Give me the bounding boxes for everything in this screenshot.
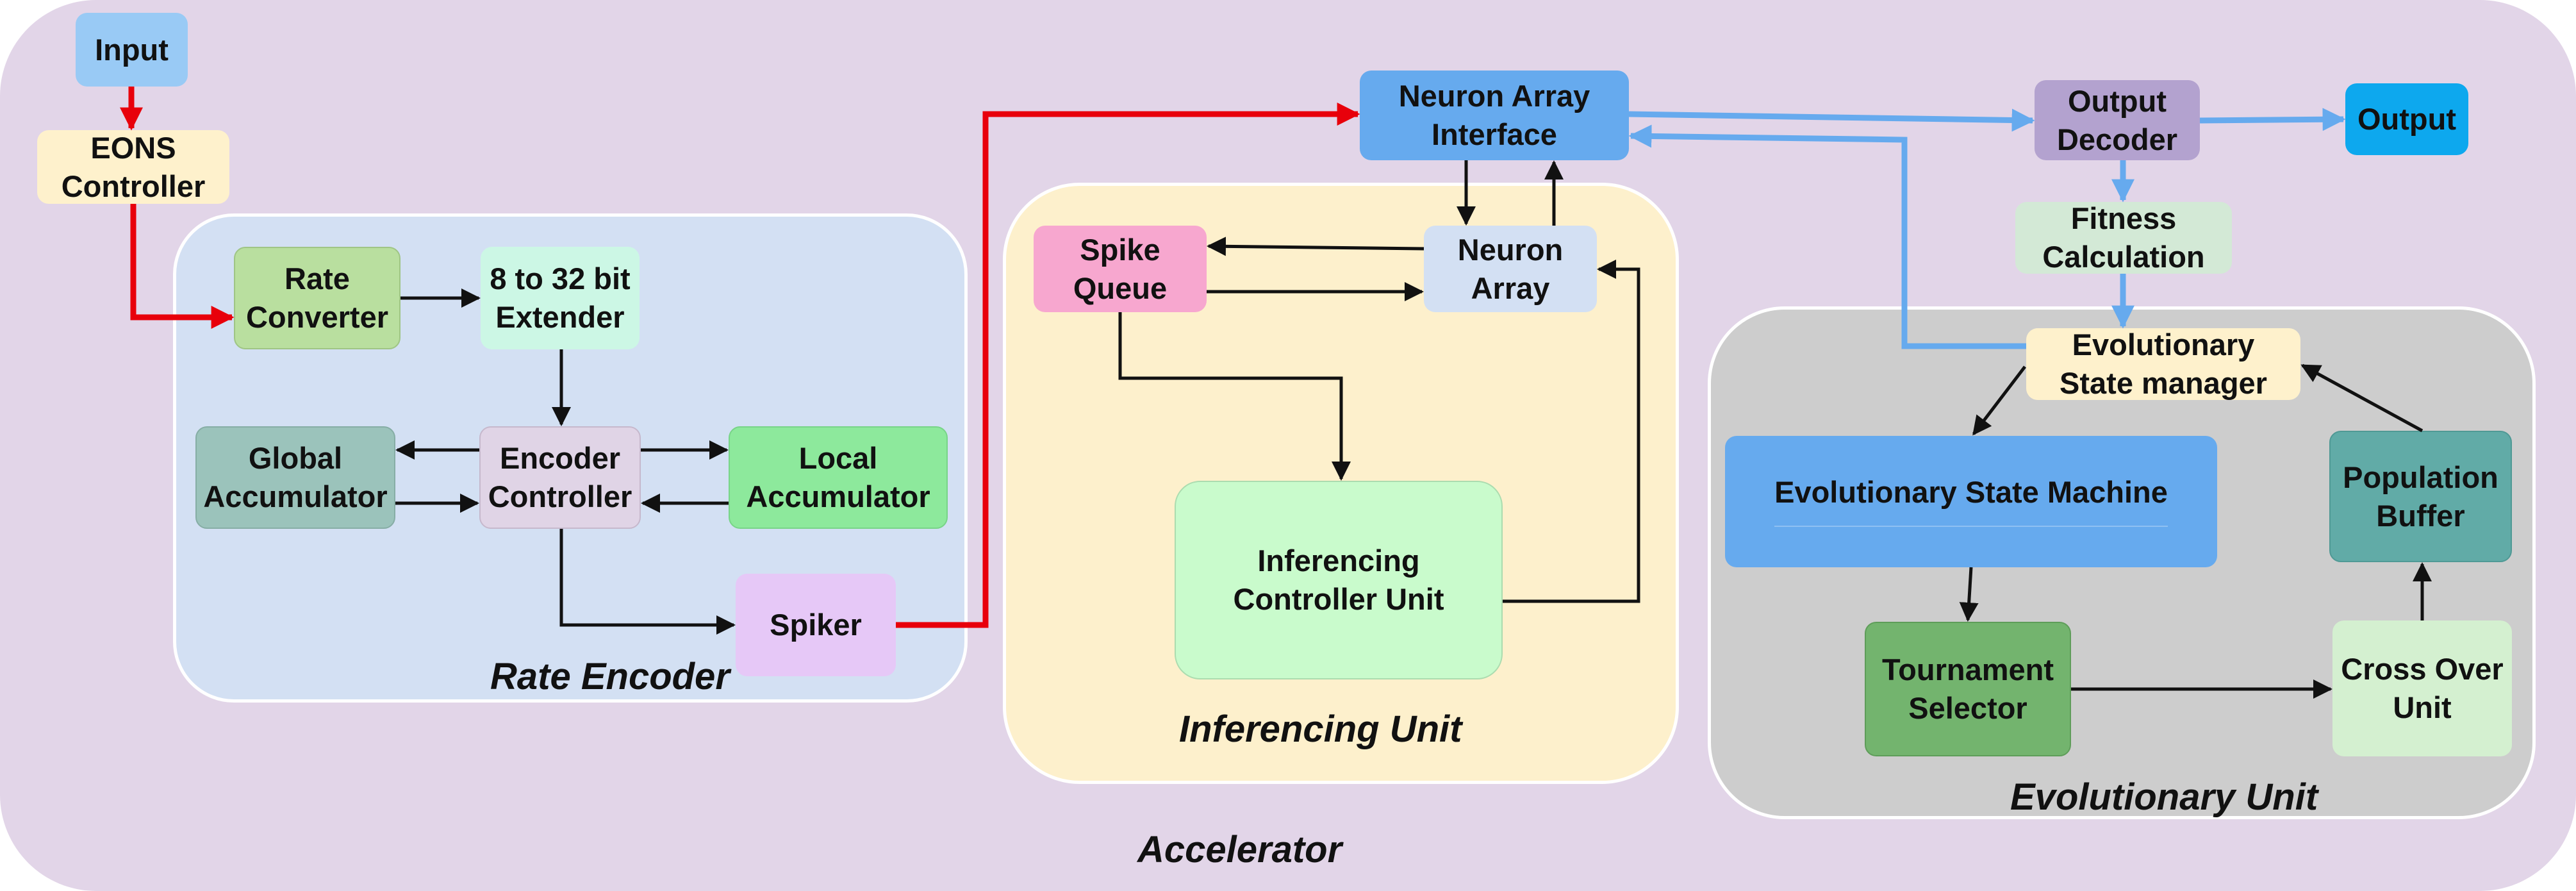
encoder-controller-block: Encoder Controller bbox=[479, 426, 641, 529]
spiker-to-neuron-array-interface-arrow bbox=[896, 103, 1360, 628]
global-accumulator-block: Global Accumulator bbox=[195, 426, 395, 529]
inferencing-unit-label: Inferencing Unit bbox=[1179, 708, 1462, 750]
spike-queue-block: Spike Queue bbox=[1034, 226, 1207, 312]
input-block: Input bbox=[76, 13, 188, 87]
output-block: Output bbox=[2345, 83, 2468, 155]
neuron-array-to-spike-queue-arrow bbox=[1207, 237, 1424, 256]
tournament-selector-block: Tournament Selector bbox=[1865, 622, 2071, 756]
interface-to-output-decoder-arrow bbox=[1628, 108, 2035, 132]
rate-encoder-label: Rate Encoder bbox=[490, 656, 730, 697]
population-buffer-block: Population Buffer bbox=[2329, 431, 2512, 562]
spike-queue-to-inferencing-arrow bbox=[1118, 312, 1351, 481]
inferencing-to-neuron-array-arrow bbox=[1503, 260, 1640, 603]
accelerator-label: Accelerator bbox=[1137, 829, 1342, 870]
evolutionary-unit-label: Evolutionary Unit bbox=[2010, 776, 2318, 818]
state-machine-to-tournament-arrow bbox=[1959, 567, 1979, 622]
local-accumulator-block: Local Accumulator bbox=[729, 426, 948, 529]
inferencing-controller-unit-block: Inferencing Controller Unit bbox=[1175, 481, 1503, 679]
output-decoder-to-output-arrow bbox=[2199, 108, 2346, 131]
output-decoder-block: Output Decoder bbox=[2035, 80, 2200, 160]
state-manager-to-state-machine-arrow bbox=[1972, 365, 2026, 436]
evolutionary-state-machine-block: Evolutionary State Machine bbox=[1725, 436, 2217, 567]
eons-controller-block: EONS Controller bbox=[37, 130, 229, 204]
evolutionary-state-machine-label: Evolutionary State Machine bbox=[1774, 473, 2168, 527]
extender-block: 8 to 32 bit Extender bbox=[481, 247, 640, 349]
fitness-calculation-block: Fitness Calculation bbox=[2015, 201, 2232, 274]
population-to-state-manager-arrow bbox=[2300, 363, 2423, 433]
state-manager-to-interface-arrow bbox=[1628, 124, 2026, 349]
evolutionary-state-manager-block: Evolutionary State manager bbox=[2026, 328, 2300, 400]
spiker-block: Spiker bbox=[736, 574, 896, 676]
eons-to-rate-converter-arrow bbox=[130, 204, 235, 329]
rate-converter-block: Rate Converter bbox=[234, 247, 400, 349]
encoder-to-spiker-arrow bbox=[559, 529, 736, 635]
cross-over-unit-block: Cross Over Unit bbox=[2332, 620, 2512, 756]
neuron-array-interface-block: Neuron Array Interface bbox=[1360, 71, 1629, 160]
neuron-array-block: Neuron Array bbox=[1424, 226, 1597, 312]
